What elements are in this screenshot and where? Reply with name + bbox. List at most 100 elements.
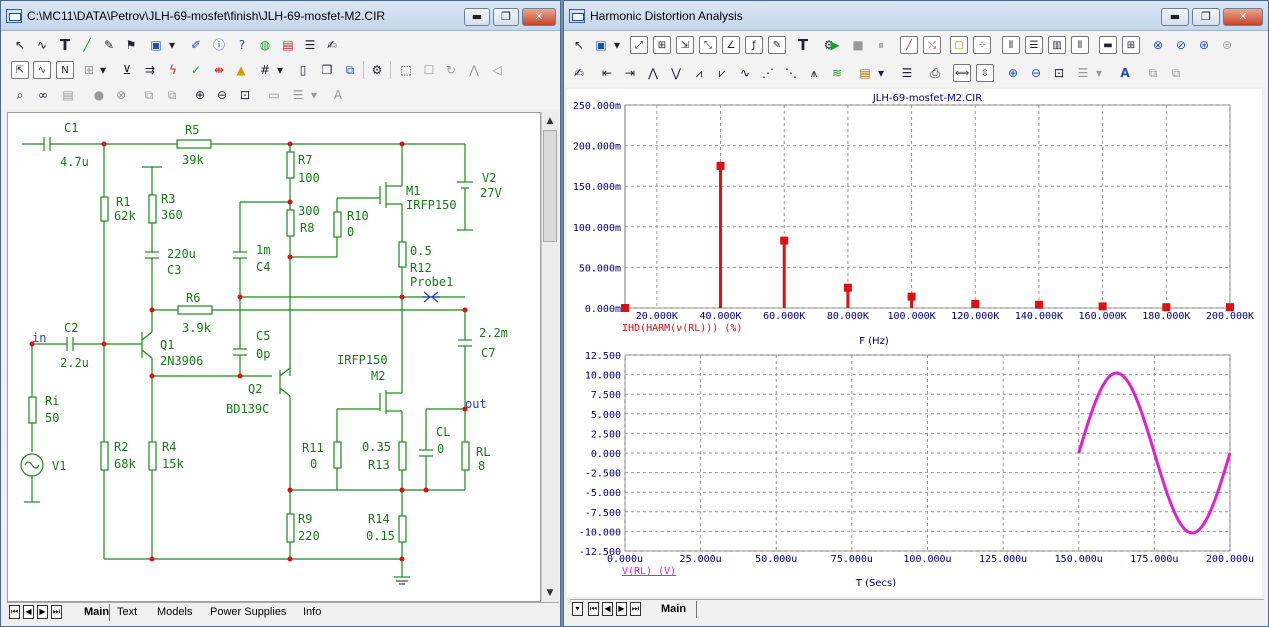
dropdown-arrow-icon[interactable]: ▾ <box>613 38 621 52</box>
node-voltage-icon[interactable]: ⊻ <box>122 63 132 77</box>
top-icon[interactable]: ⩚ <box>810 66 818 80</box>
inflection-icon[interactable]: ∿ <box>739 66 751 80</box>
globe-icon[interactable]: ◍ <box>259 38 271 52</box>
properties-icon[interactable]: ⚙ <box>823 38 835 52</box>
pages-icon[interactable]: ⧉ <box>345 63 355 77</box>
font-icon[interactable]: A <box>1120 66 1130 80</box>
dropdown-arrow-icon[interactable]: ▾ <box>168 38 176 52</box>
print-icon[interactable]: ⎙ <box>930 66 940 80</box>
tab-last-icon[interactable]: ⏭ <box>51 605 62 619</box>
bottom-icon[interactable]: ≋ <box>831 66 843 80</box>
zoom-box-icon[interactable]: ⊞ <box>653 36 671 54</box>
scroll-down-icon[interactable]: ▼ <box>546 588 554 598</box>
dropdown-arrow-icon[interactable]: ▾ <box>276 63 284 77</box>
table-icon[interactable]: ☰ <box>304 38 316 52</box>
dropdown-arrow-icon[interactable]: ▾ <box>877 66 885 80</box>
major-grid-icon[interactable]: ☰ <box>1025 36 1043 54</box>
font-icon[interactable]: A <box>333 88 343 102</box>
tab-first-icon[interactable]: ⏮ <box>9 605 20 619</box>
frame-icon[interactable]: ▢ <box>950 36 968 54</box>
properties-icon[interactable]: ⚙ <box>371 63 383 77</box>
dropdown-arrow-icon[interactable]: ▾ <box>310 88 318 102</box>
text-tool-icon[interactable]: T <box>797 36 809 54</box>
scroll-thumb[interactable] <box>543 130 557 242</box>
check-icon[interactable]: ✓ <box>190 63 202 77</box>
flip-icon[interactable]: ◁ <box>492 63 502 77</box>
component-icon[interactable]: ▣ <box>595 38 607 52</box>
minor-log-icon[interactable]: ▥ <box>1048 36 1066 54</box>
warning-icon[interactable]: ▲ <box>236 63 246 77</box>
minimize-button[interactable]: ▬ <box>464 8 490 26</box>
schematic-canvas[interactable]: C1 4.7u R5 39k R7 100 M1 IRFP150 V2 27V … <box>7 112 541 602</box>
tab-main[interactable]: Main <box>649 601 697 618</box>
mirror-icon[interactable]: ⋀ <box>469 63 479 77</box>
slope-alt-icon[interactable]: ⤯ <box>923 36 941 54</box>
maximize-button[interactable]: ❐ <box>493 8 519 26</box>
zoom-page-icon[interactable]: ⊡ <box>1053 66 1065 80</box>
bold-grid-icon[interactable]: ⦀ <box>1071 36 1089 54</box>
fit-v-icon[interactable]: ⇳ <box>976 64 994 82</box>
tab-next-icon[interactable]: ▶ <box>616 602 627 616</box>
pen-tool-icon[interactable]: ✎ <box>103 38 115 52</box>
rotate-icon[interactable]: ↻ <box>445 63 457 77</box>
tab-last-icon[interactable]: ⏭ <box>630 602 641 616</box>
stop-icon[interactable]: ■ <box>852 38 864 52</box>
maximize-button[interactable]: ❐ <box>1192 8 1220 26</box>
grid-list-icon[interactable]: ▤ <box>282 38 294 52</box>
dropdown-arrow-icon[interactable]: ▾ <box>1095 66 1103 80</box>
peak-find-icon[interactable]: ⋀ <box>648 66 658 80</box>
node-numbers-icon[interactable]: N <box>56 61 74 79</box>
tab-prev-icon[interactable]: ◀ <box>23 605 34 619</box>
data-points-icon[interactable]: ⇲ <box>676 36 694 54</box>
scroll-up-icon[interactable]: ▲ <box>546 116 554 126</box>
tab-main[interactable]: Main <box>70 604 110 621</box>
pins-icon[interactable]: ⇼ <box>213 63 225 77</box>
zoom-fit-icon[interactable]: ⊡ <box>239 88 251 102</box>
zoom-in-icon[interactable]: ⊕ <box>1007 66 1019 80</box>
analysis-titlebar[interactable]: Harmonic Distortion Analysis ▬ ❐ ✕ <box>564 1 1268 31</box>
group-icon[interactable]: ⧉ <box>144 88 154 102</box>
schematic-vertical-scrollbar[interactable]: ▲ ▼ <box>541 112 558 602</box>
select-arrow-icon[interactable]: ↖ <box>14 38 26 52</box>
edit-props-icon[interactable]: ✍ <box>326 38 338 52</box>
scale-icon[interactable]: ⤢ <box>630 36 648 54</box>
edit-plot-icon[interactable]: ✍ <box>573 66 585 80</box>
select-region-icon[interactable]: ⬚ <box>400 63 412 77</box>
cursor-right-icon[interactable]: ⇥ <box>624 66 636 80</box>
zoom-reset-icon[interactable]: ⊜ <box>1221 38 1233 52</box>
tab-first-icon[interactable]: ⏮ <box>588 602 599 616</box>
dropdown-arrow-icon[interactable]: ▾ <box>99 63 107 77</box>
run-icon[interactable]: ▶ <box>830 38 840 52</box>
info-icon[interactable]: ⓘ <box>212 38 225 52</box>
low-icon[interactable]: ⩗ <box>718 66 726 80</box>
binoculars-icon[interactable]: ∞ <box>38 88 48 102</box>
link-icon[interactable]: ✐ <box>190 38 202 52</box>
close-button[interactable]: ✕ <box>522 8 556 26</box>
help-icon[interactable]: ? <box>238 38 246 52</box>
cancel-icon[interactable]: ⊗ <box>115 88 127 102</box>
clipboard-icon[interactable]: ▤ <box>859 66 871 80</box>
stop-icon[interactable]: ● <box>93 88 105 102</box>
tab-models[interactable]: Models <box>157 606 193 618</box>
schematic-titlebar[interactable]: C:\MC11\DATA\Petrov\JLH-69-mosfet\finish… <box>1 1 560 31</box>
ungroup-icon[interactable]: ⧉ <box>167 88 177 102</box>
layers-icon[interactable]: ☰ <box>1077 66 1089 80</box>
global-low-icon[interactable]: ⋱ <box>785 66 797 80</box>
fit-h-icon[interactable]: ⟺ <box>953 64 971 82</box>
box-icon[interactable]: ☐ <box>423 63 435 77</box>
zoom-in-icon[interactable]: ⊕ <box>194 88 206 102</box>
zoom-out-icon[interactable]: ⊖ <box>216 88 228 102</box>
copy-page-icon[interactable]: ❐ <box>321 63 333 77</box>
label-icon[interactable]: ✎ <box>768 36 786 54</box>
layers-icon[interactable]: ☰ <box>292 88 304 102</box>
global-high-icon[interactable]: ⋰ <box>762 66 774 80</box>
zoom-x-icon[interactable]: ⊗ <box>1152 38 1164 52</box>
valley-find-icon[interactable]: ⋁ <box>671 66 681 80</box>
line-tool-icon[interactable]: ╱ <box>83 38 91 52</box>
high-icon[interactable]: ⩘ <box>695 66 703 80</box>
move-icon[interactable]: ⊞ <box>83 63 95 77</box>
ungroup-icon[interactable]: ⧉ <box>1171 66 1181 80</box>
tab-text[interactable]: Text <box>117 606 138 618</box>
minor-grid-icon[interactable]: ⦀ <box>1002 36 1020 54</box>
